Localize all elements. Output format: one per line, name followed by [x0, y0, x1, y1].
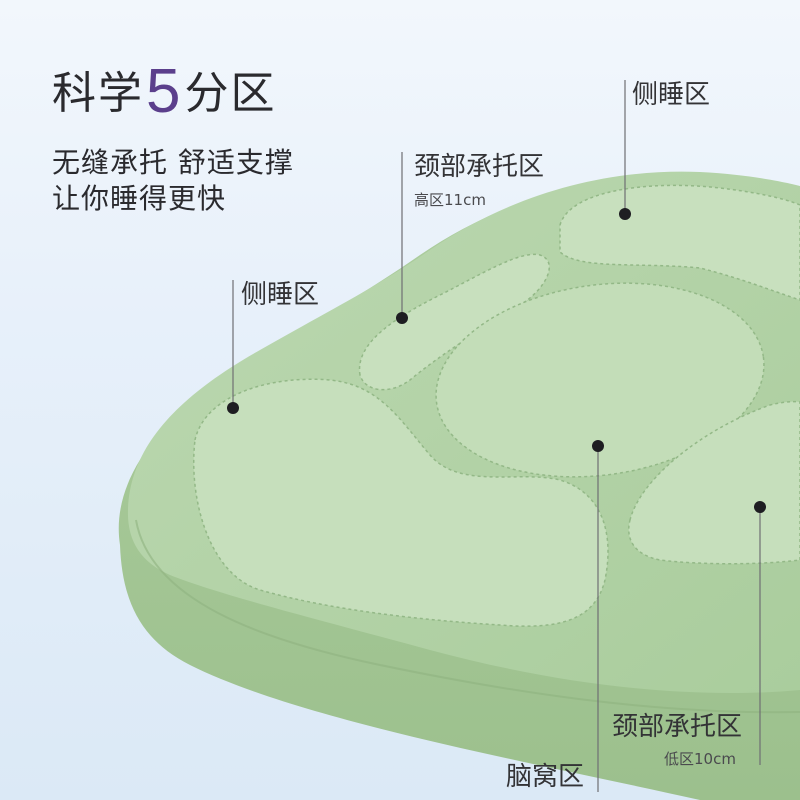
callout-dot-neck-high	[396, 312, 408, 324]
note-neck-high: 高区11cm	[414, 191, 486, 209]
zone-head-cradle	[435, 282, 765, 478]
callout-dot-side-top-right	[619, 208, 631, 220]
zone-side-left	[193, 378, 609, 627]
zone-neck-low	[628, 400, 800, 565]
note-neck-low: 低区10cm	[664, 750, 736, 768]
callout-dot-neck-low	[754, 501, 766, 513]
subtitle-line-2: 让你睡得更快	[52, 182, 227, 215]
label-neck-high: 颈部承托区	[414, 152, 545, 182]
pillow-edge-seam	[135, 519, 800, 714]
callout-dot-side-left	[227, 402, 239, 414]
headline-suffix: 分区	[184, 68, 277, 119]
label-head-cradle: 脑窝区	[506, 762, 585, 792]
label-neck-low: 颈部承托区	[612, 712, 743, 742]
label-side-top-right: 侧睡区	[632, 80, 711, 110]
headline-number: 5	[146, 57, 183, 126]
subtitle-line-1: 无缝承托 舒适支撑	[52, 146, 294, 179]
headline-prefix: 科学	[52, 68, 144, 119]
headline: 科学5分区	[52, 61, 277, 124]
callout-dots	[227, 208, 766, 513]
zone-neck-high	[358, 253, 550, 391]
callout-dot-head-cradle	[592, 440, 604, 452]
label-side-left: 侧睡区	[241, 280, 320, 310]
callout-lines	[232, 80, 761, 792]
